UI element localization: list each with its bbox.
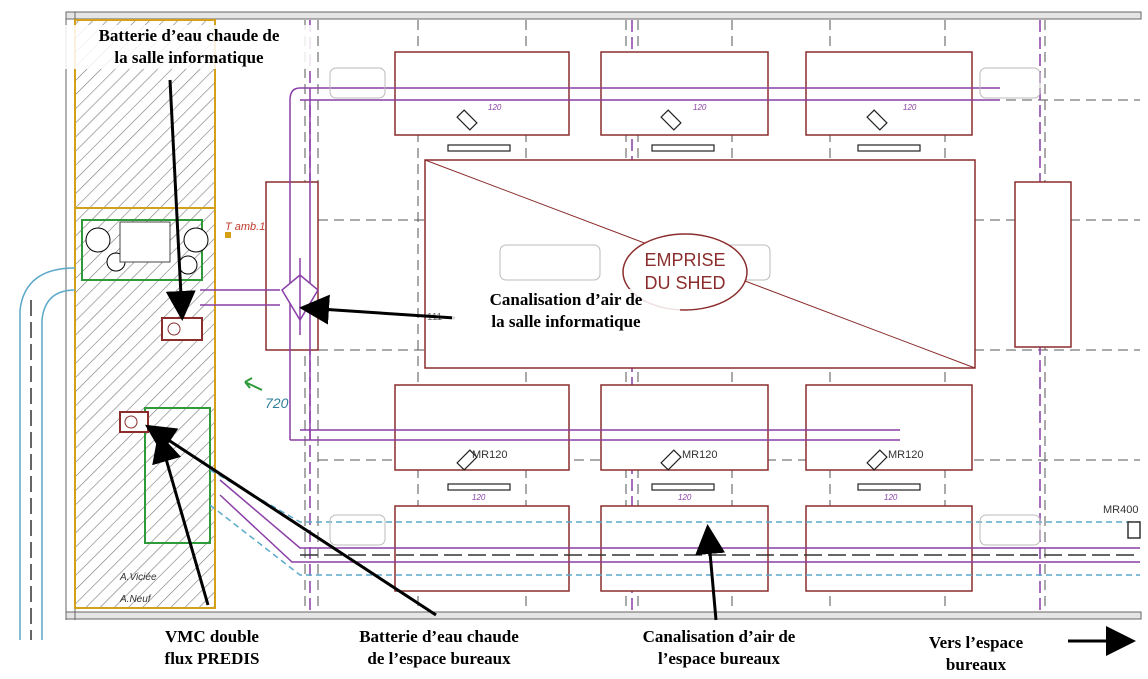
room-blocks <box>265 51 1072 592</box>
mr120-label-3: MR120 <box>888 449 923 461</box>
mr400-label: MR400 <box>1103 504 1138 516</box>
label-vmc-line2: flux PREDIS <box>164 649 260 668</box>
label-canal-salle-line2: la salle informatique <box>491 312 641 331</box>
label-vers-bureaux: Vers l’espace bureaux <box>904 632 1048 679</box>
flow-720-label: 720 <box>265 395 289 411</box>
a-viciee-label: A.Viciée <box>119 572 157 583</box>
technical-room <box>74 19 231 609</box>
diffusers <box>447 109 921 491</box>
flow-120-label-6: 120 <box>884 493 898 502</box>
curved-duct <box>19 267 76 640</box>
label-batterie-salle-line1: Batterie d’eau chaude de <box>98 26 280 45</box>
label-vers-bureaux-line2: bureaux <box>945 655 1007 674</box>
label-vmc: VMC double flux PREDIS <box>140 626 284 670</box>
mr120-label-1: MR120 <box>472 449 507 461</box>
label-canal-salle-line1: Canalisation d’air de <box>489 290 643 309</box>
label-batterie-salle-line2: la salle informatique <box>114 48 264 67</box>
flow-arrow-icon <box>244 377 263 391</box>
flow-120-label-5: 120 <box>678 493 692 502</box>
label-vmc-line1: VMC double <box>165 627 259 646</box>
label-vers-bureaux-line1: Vers l’espace <box>928 633 1024 652</box>
label-batterie-bureaux-line1: Batterie d’eau chaude <box>359 627 519 646</box>
label-batterie-bureaux: Batterie d’eau chaude de l’espace bureau… <box>324 626 554 670</box>
a-neuf-label: A.Neuf <box>119 594 152 605</box>
flow-120-label-3: 120 <box>903 103 917 112</box>
annotation-arrows <box>144 79 1136 656</box>
label-batterie-salle: Batterie d’eau chaude de la salle inform… <box>64 25 314 69</box>
flow-120-label-4: 120 <box>472 493 486 502</box>
mr120-label-2: MR120 <box>682 449 717 461</box>
shed-label-1: EMPRISE <box>644 250 725 270</box>
flow-120-label-1: 120 <box>488 103 502 112</box>
shed-label-2: DU SHED <box>644 273 725 293</box>
t-amb-label: T amb.1 <box>225 221 265 233</box>
label-canal-bureaux-line2: l’espace bureaux <box>658 649 780 668</box>
label-canal-salle: Canalisation d’air de la salle informati… <box>452 289 680 333</box>
label-canal-bureaux-line1: Canalisation d’air de <box>642 627 796 646</box>
label-canal-bureaux: Canalisation d’air de l’espace bureaux <box>612 626 826 670</box>
label-batterie-bureaux-line2: de l’espace bureaux <box>367 649 511 668</box>
flow-120-label-2: 120 <box>693 103 707 112</box>
